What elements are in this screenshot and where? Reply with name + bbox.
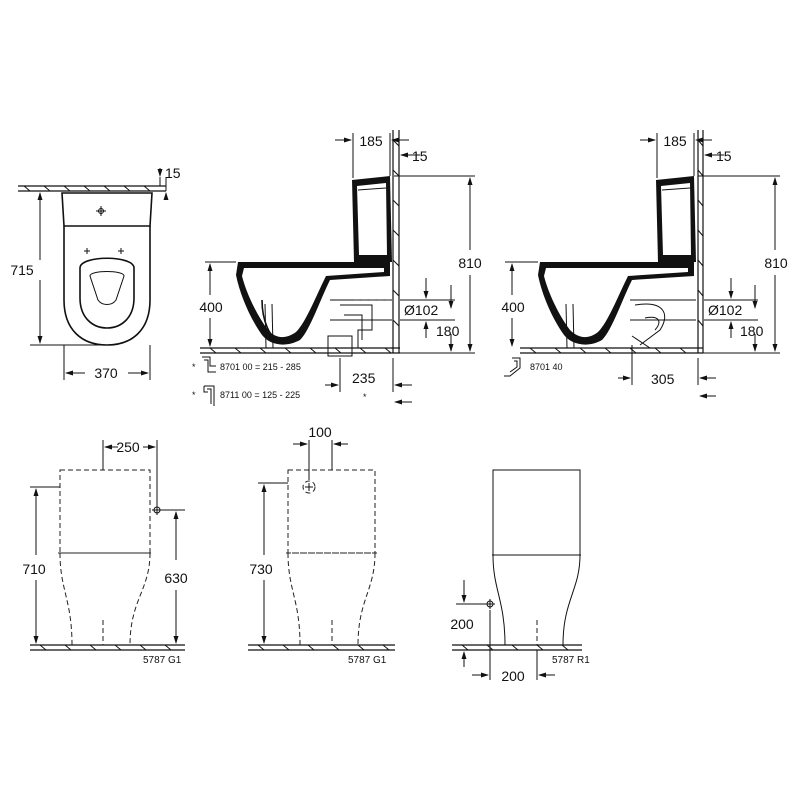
wall-line <box>392 130 400 353</box>
dim-height-total: 710 <box>22 561 46 577</box>
drain-pipe <box>327 299 392 357</box>
note-2-marker: * <box>192 390 196 400</box>
dim-pipe-height: 180 <box>436 323 460 339</box>
dim-outlet-distance: 235 <box>352 370 376 386</box>
model-code: 5787 G1 <box>348 655 387 666</box>
note-text: 8701 40 <box>530 362 563 372</box>
top-view: 15 715 370 <box>10 165 180 381</box>
dim-height-total: 810 <box>764 255 788 271</box>
dim-wall-gap: 15 <box>716 148 732 164</box>
cistern-outline <box>287 469 376 554</box>
side-view-left: 185 15 810 400 Ø102 180 235 * 8701 0 <box>192 130 482 406</box>
dim-tank-depth: 185 <box>663 133 687 149</box>
dim-width: 370 <box>94 365 118 381</box>
water-inlet-icon <box>302 480 316 494</box>
front-view-2: 100 730 5787 G1 <box>248 424 395 666</box>
dim-inlet-offset: 250 <box>116 439 140 455</box>
bowl-outline <box>492 554 581 646</box>
wall-line <box>697 130 704 353</box>
dim-inlet-height: 200 <box>450 616 474 632</box>
side-view-right: 185 15 810 400 Ø102 180 305 8701 40 <box>501 130 788 399</box>
note-2-text: 8711 00 = 125 - 225 <box>220 390 300 400</box>
cistern-outline <box>492 469 581 556</box>
dim-pipe-diameter: Ø102 <box>404 302 438 318</box>
dim-pipe-height: 180 <box>740 323 764 339</box>
bowl-outline <box>59 552 151 646</box>
dim-pipe-diameter: Ø102 <box>708 302 742 318</box>
tank-outline <box>61 192 153 227</box>
dim-wall-offset: 15 <box>165 165 181 181</box>
model-code: 5787 G1 <box>143 655 182 666</box>
hinge-icon <box>84 248 124 254</box>
dim-inlet-height: 630 <box>164 570 188 586</box>
bowl-outline <box>63 226 151 346</box>
dim-height-total: 730 <box>249 561 273 577</box>
seat-opening <box>79 257 135 329</box>
pipe-fitting-icon <box>504 357 521 377</box>
front-view-1: 250 710 630 5787 G1 <box>22 439 188 666</box>
dim-depth: 715 <box>10 262 34 278</box>
dim-outlet-distance: 305 <box>651 371 675 387</box>
dim-height-total: 810 <box>458 255 482 271</box>
dim-inlet-offset: 100 <box>308 424 332 440</box>
cistern-outline <box>59 469 151 554</box>
model-code: 5787 R1 <box>552 655 590 666</box>
note-1-marker: * <box>192 362 196 372</box>
drain-pipe <box>630 299 696 349</box>
note-star: * <box>363 392 367 402</box>
flush-button-icon <box>96 206 106 216</box>
bowl-outline <box>287 552 376 646</box>
note-1-text: 8701 00 = 215 - 285 <box>220 362 301 372</box>
dim-inlet-width: 200 <box>501 668 525 684</box>
pipe-fitting-icon <box>203 385 215 406</box>
pipe-fitting-icon <box>202 356 216 373</box>
dim-seat-height: 400 <box>501 299 525 315</box>
front-view-3: 200 200 5787 R1 <box>450 469 590 684</box>
dim-seat-height: 400 <box>199 299 223 315</box>
dim-wall-gap: 15 <box>412 148 428 164</box>
wall-line <box>18 185 166 192</box>
dim-tank-depth: 185 <box>359 133 383 149</box>
